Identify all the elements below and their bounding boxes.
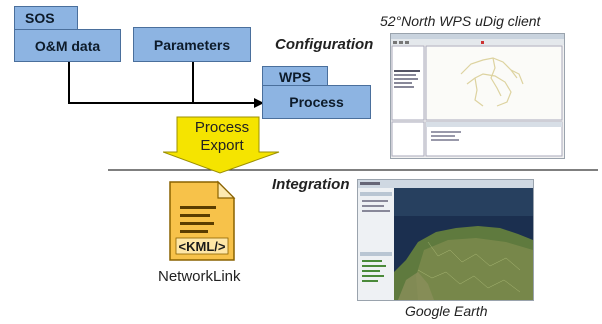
arrow-text-line1: Process [194,119,250,136]
integration-heading: Integration [272,176,350,193]
wps-label: WPS [279,68,311,85]
google-earth-screenshot [357,179,534,301]
sos-box: SOS [14,6,78,30]
process-box: Process [262,85,371,119]
udig-window-graphic [391,34,564,157]
sos-label: SOS [25,10,55,26]
kml-file-graphic [169,180,236,261]
kml-tag: <KML/> [178,239,226,254]
google-earth-window-graphic [358,180,533,300]
google-earth-caption: Google Earth [405,303,488,319]
arrow-shape [163,116,280,174]
process-export-arrow: Process Export [163,116,281,174]
udig-screenshot [390,33,565,159]
wps-box: WPS [262,66,328,87]
parameters-box: Parameters [133,27,251,62]
kml-document-icon: <KML/> [166,180,238,264]
networklink-label: NetworkLink [158,268,241,285]
arrow-text-line2: Export [200,137,244,154]
om-data-box: O&M data [14,29,121,62]
process-label: Process [289,94,344,110]
om-data-label: O&M data [34,37,101,54]
udig-client-caption: 52°North WPS uDig client [380,13,541,29]
parameters-label: Parameters [153,36,231,53]
configuration-heading: Configuration [275,36,374,53]
